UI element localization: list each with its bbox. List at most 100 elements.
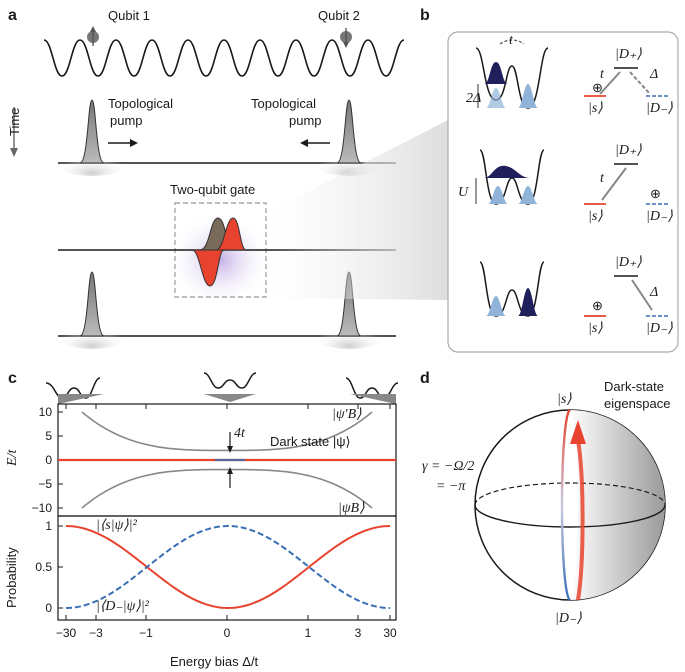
sphere-s-label: |s⟩ xyxy=(557,392,572,407)
energy-tick-label: −5 xyxy=(38,477,52,491)
psiB-label: |ψB⟩ xyxy=(338,501,365,516)
s-label-1: |s⟩ xyxy=(588,101,603,116)
gate-wavepacket-red-down xyxy=(191,249,225,287)
qubit2-arrow-icon xyxy=(343,42,349,48)
pump-left-label-2: pump xyxy=(110,113,143,128)
Dminus-label-2: |D₋⟩ xyxy=(646,209,673,224)
pulse-right-1 xyxy=(336,99,362,164)
left-arrow-icon xyxy=(300,139,308,147)
qubit1-label: Qubit 1 xyxy=(108,8,150,23)
probability-lines xyxy=(65,524,391,610)
x-tick-label: −1 xyxy=(139,626,153,640)
energy-ylabel: E/t xyxy=(5,449,20,467)
t-label-level-1: t xyxy=(600,67,605,82)
x-tick-label: 1 xyxy=(305,626,312,640)
panel-b-letter: b xyxy=(420,7,430,24)
coupling-delta-3 xyxy=(631,279,653,311)
dark-state-label: Dark state |ψ⟩ xyxy=(270,434,351,449)
double-well-3 xyxy=(479,261,545,317)
meridian-path xyxy=(560,408,571,602)
energy-tick-label: 10 xyxy=(39,405,53,419)
two-delta-label: 2Δ xyxy=(466,91,481,106)
Dplus-label-2: |D₊⟩ xyxy=(615,143,642,158)
oplus-icon-2: ⊕ xyxy=(650,186,661,201)
series-s-psi xyxy=(65,525,391,610)
gamma-label-2: = −π xyxy=(436,479,466,494)
s-psi-label: |⟨s|ψ⟩|² xyxy=(96,518,138,533)
gate-wavepacket-red-up xyxy=(215,217,247,251)
x-tick-label: −30 xyxy=(56,626,77,640)
x-tick-label: 30 xyxy=(383,626,397,640)
prob-tick-label: 0 xyxy=(45,601,52,615)
panel-b-box xyxy=(447,31,679,353)
prob-tick-label: 0.5 xyxy=(35,560,52,574)
Dminus-label-3: |D₋⟩ xyxy=(646,321,673,336)
wedge-right-icon xyxy=(350,394,396,404)
U-label: U xyxy=(458,185,469,200)
qubit2-label: Qubit 2 xyxy=(318,8,360,23)
t-label-level-2: t xyxy=(600,171,605,186)
rotation-arrow-head-icon xyxy=(570,420,586,444)
s-label-3: |s⟩ xyxy=(588,321,603,336)
probability-y-ticks: 10.50 xyxy=(35,519,63,615)
well-icon-left xyxy=(45,377,101,399)
s-label-2: |s⟩ xyxy=(588,209,603,224)
x-tick-label: 3 xyxy=(355,626,362,640)
series-D-psi xyxy=(65,524,391,609)
x-ticks: −30 −3 −1 0 1 3 30 xyxy=(56,404,397,640)
Dplus-label-3: |D₊⟩ xyxy=(615,255,642,270)
rotation-arrow xyxy=(576,439,585,601)
blue-packet-3 xyxy=(486,296,506,316)
energy-tick-label: −10 xyxy=(32,501,53,515)
zoom-fan xyxy=(272,120,448,300)
eigenspace-label-1: Dark-state xyxy=(604,379,664,394)
dark-state-eigenspace-shade xyxy=(570,410,665,600)
probability-ylabel: Probability xyxy=(4,547,19,608)
right-arrow-icon xyxy=(130,139,138,147)
navy-packet-2 xyxy=(484,165,530,178)
pump-right-label-1: Topological xyxy=(251,96,316,111)
equator-front xyxy=(474,504,666,528)
oplus-icon-3: ⊕ xyxy=(592,298,603,313)
pump-left-label-1: Topological xyxy=(108,96,173,111)
navy-packet-1 xyxy=(484,62,508,84)
coupling-t-2 xyxy=(601,167,627,201)
series-psiB xyxy=(81,468,373,509)
pulse-left-1 xyxy=(79,99,105,164)
navy-packet-3 xyxy=(518,288,538,316)
energy-tick-label: 0 xyxy=(45,453,52,467)
sphere-Dminus-label: |D₋⟩ xyxy=(555,611,582,626)
x-tick-label: 0 xyxy=(224,626,231,640)
down-arrow-icon xyxy=(227,446,233,453)
qubit1-arrow-icon xyxy=(90,26,96,32)
D-psi-label: |⟨D₋|ψ⟩|² xyxy=(96,599,150,614)
coupling-delta-1 xyxy=(629,71,651,95)
pump-right-label-2: pump xyxy=(289,113,322,128)
series-psiBprime xyxy=(81,411,373,452)
blue-packet-1b xyxy=(486,88,506,108)
equator-back xyxy=(474,482,666,506)
blue-packet-2a xyxy=(488,186,508,204)
x-tick-label: −3 xyxy=(89,626,103,640)
Dminus-label-1: |D₋⟩ xyxy=(646,101,673,116)
double-well-1 xyxy=(475,47,549,109)
well-icon-center xyxy=(203,372,257,389)
panel-a-letter: a xyxy=(8,7,17,24)
energy-lines xyxy=(58,411,396,509)
xaxis-label: Energy bias Δ/t xyxy=(170,654,259,669)
four-t-label: 4t xyxy=(234,426,246,441)
wedge-left-icon xyxy=(58,394,104,404)
optical-lattice xyxy=(43,39,405,77)
panel-c-letter: c xyxy=(8,370,17,387)
oplus-icon-1: ⊕ xyxy=(592,80,603,95)
eigenspace-label-2: eigenspace xyxy=(604,396,671,411)
prob-tick-label: 1 xyxy=(45,519,52,533)
time-arrow-icon xyxy=(10,148,18,157)
wedge-center-icon xyxy=(204,394,256,402)
Dplus-label-1: |D₊⟩ xyxy=(615,47,642,62)
blue-packet-2b xyxy=(518,186,538,204)
tunnel-arc-1 xyxy=(499,39,525,45)
